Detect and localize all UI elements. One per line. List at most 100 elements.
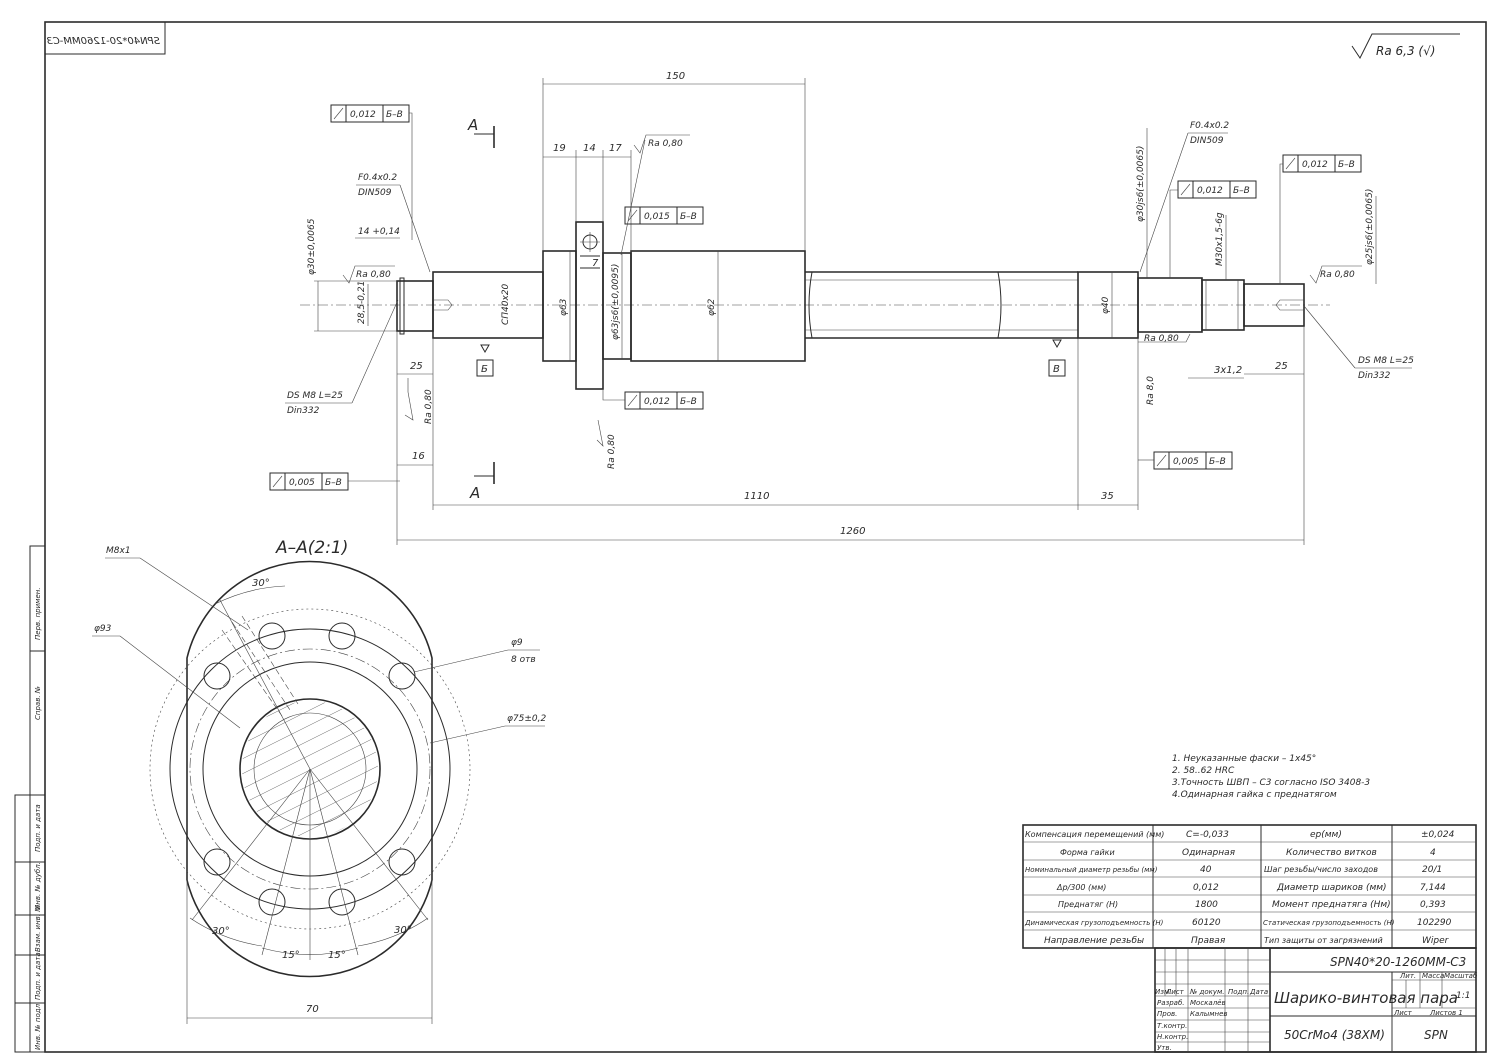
strip-label-2: Подп. и дата	[34, 804, 42, 852]
tol-frame-5-value: 0,012	[1197, 186, 1223, 196]
tb-role-0: Разраб.	[1157, 999, 1185, 1007]
tb-col-scale: Масштаб	[1444, 972, 1478, 980]
dim-phi62: φ62	[707, 298, 717, 316]
spec-r1c3: 4	[1430, 848, 1436, 858]
callout-phi93: φ93	[94, 624, 112, 634]
strip-label-3: Инв. № дубл.	[34, 862, 42, 910]
spec-r1c0: Форма гайки	[1060, 848, 1115, 857]
tb-head-doc: № докум.	[1189, 988, 1225, 996]
ra-nut-top: Ra 0,80	[648, 139, 683, 149]
general-roughness: Ra 6,3 (√)	[1351, 33, 1460, 59]
ra-right-mid: Ra 0,80	[1144, 334, 1179, 344]
spec-r4c1: 1800	[1195, 900, 1218, 910]
note-3: 3.Точность ШВП – С3 согласно ISO 3408-3	[1172, 778, 1370, 788]
tb-role-4: Утв.	[1157, 1044, 1172, 1052]
datum-b: Б	[481, 364, 488, 375]
dim-phi30js6: φ30js6(±0,0065)	[1136, 146, 1146, 222]
dim-3x12: 3x1,2	[1214, 365, 1242, 376]
dim-phi30: φ30±0,0065	[307, 218, 317, 275]
spec-r0c3: ±0,024	[1421, 830, 1455, 840]
spec-r5c2: Статическая грузоподъемность (Н)	[1263, 919, 1395, 927]
tol-frame-5-base: Б–В	[1233, 186, 1250, 196]
dim-thread40: СП40x20	[501, 283, 511, 325]
tol-frame-1-value: 0,012	[350, 110, 376, 120]
tb-person-1: Калымнев	[1190, 1010, 1228, 1018]
tb-head-list: Лист	[1165, 988, 1185, 996]
tol-frame-5: 0,012 Б–В	[1169, 180, 1257, 278]
dim-70: 70	[306, 1004, 319, 1015]
strip-label-4: Взам. инв. №	[34, 904, 42, 952]
callout-phi9: φ9	[511, 638, 523, 648]
dim-phi63js6: φ63js6(±0,0095)	[611, 264, 621, 340]
ra-left-bottom: Ra 0,80	[424, 389, 434, 424]
spec-r2c2: Шаг резьбы/число заходов	[1264, 865, 1378, 874]
dim-1260: 1260	[840, 526, 865, 537]
callout-fo-right: F0.4x0.2	[1190, 121, 1229, 131]
spec-r5c3: 102290	[1417, 918, 1452, 928]
dim-150: 150	[666, 71, 685, 82]
tb-head-sign: Подп.	[1228, 988, 1249, 996]
screw-shaft-view	[300, 221, 1330, 390]
cut-letter-bottom: A	[469, 484, 480, 502]
note-2: 2. 58..62 HRC	[1172, 766, 1235, 776]
callout-fo-left: F0.4x0.2	[358, 173, 397, 183]
tb-role-2: Т.контр.	[1157, 1022, 1187, 1030]
spec-r4c3: 0,393	[1420, 900, 1446, 910]
tol-frame-6-base: Б–В	[1338, 160, 1355, 170]
spec-r3c0: Δp/300 (мм)	[1056, 883, 1106, 892]
technical-notes: 1. Неуказанные фаски – 1x45° 2. 58..62 H…	[1172, 754, 1370, 800]
strip-label-1: Справ. №	[34, 686, 42, 720]
spec-r6c0: Направление резьбы	[1044, 936, 1144, 946]
spec-r2c3: 20/1	[1422, 865, 1442, 875]
dim-14-tol: 14 +0,14	[358, 227, 400, 237]
tol-frame-4-value: 0,005	[289, 478, 315, 488]
spec-r0c0: Компенсация перемещений (мм)	[1025, 830, 1164, 839]
tb-head-izm: Изм.	[1155, 988, 1171, 996]
spec-r0c1: C=-0,033	[1186, 830, 1229, 840]
dim-angle-30-top: 30°	[252, 578, 270, 589]
dim-16: 16	[412, 451, 425, 462]
tb-person-0: Москалёв	[1190, 999, 1226, 1007]
spec-r6c3: Wiper	[1422, 936, 1450, 946]
callout-ds-right: DS M8 L=25	[1358, 356, 1414, 366]
tb-material: 50CrMo4 (38XM)	[1284, 1028, 1385, 1042]
tol-frame-7-base: Б–В	[1209, 457, 1226, 467]
tol-frame-6: 0,012 Б–В	[1279, 154, 1362, 284]
dim-angle-30-right: 30°	[394, 925, 412, 936]
section-view: A–A(2:1)	[92, 538, 547, 1024]
strip-label-6: Инв. № подл.	[34, 1002, 42, 1050]
sheet-frame: SPN40*20-1260MM-C3 Перв. примен. Справ. …	[14, 21, 1487, 1053]
tol-frame-4-base: Б–В	[325, 478, 342, 488]
note-1: 1. Неуказанные фаски – 1x45°	[1172, 754, 1316, 764]
tb-col-mass: Масса	[1422, 972, 1444, 980]
title-block: Изм. Лист № докум. Подп. Дата Разраб. Пр…	[1154, 947, 1478, 1053]
spec-r0c2: eр(мм)	[1310, 830, 1342, 840]
tb-designation: SPN40*20-1260MM-C3	[1330, 955, 1466, 969]
spec-r4c2: Момент преднатяга (Нм)	[1272, 900, 1391, 910]
dim-7: 7	[592, 258, 599, 269]
tol-frame-1: 0,012 Б–В	[330, 104, 413, 240]
datum-v: В	[1053, 364, 1060, 375]
callout-din509-right: DIN509	[1190, 136, 1224, 146]
tol-frame-6-value: 0,012	[1302, 160, 1328, 170]
tb-col-lit: Лит.	[1399, 972, 1416, 980]
tb-sheets: Листов 1	[1429, 1009, 1463, 1017]
spec-r2c1: 40	[1200, 865, 1212, 875]
feature-callouts: F0.4x0.2 DIN509 F0.4x0.2 DIN509 DS M8 L=…	[285, 121, 1414, 416]
tb-head-date: Дата	[1249, 988, 1268, 996]
note-4: 4.Одинарная гайка с преднатягом	[1172, 790, 1337, 800]
tol-frame-7-value: 0,005	[1173, 457, 1199, 467]
dim-17: 17	[609, 143, 622, 154]
tb-name: Шарико-винтовая пара	[1274, 989, 1458, 1007]
dim-m30: M30x1,5-6g	[1215, 212, 1225, 266]
dim-angle-15-right: 15°	[328, 950, 346, 961]
tolerance-frames: 0,012 Б–В 0,015 Б–В 0,012 Б–В 0,005 Б–В	[269, 104, 1362, 491]
spec-r3c1: 0,012	[1193, 883, 1219, 893]
callout-ds-left: DS M8 L=25	[287, 391, 343, 401]
dim-angle-15-left: 15°	[282, 950, 300, 961]
tb-sheet: Лист	[1393, 1009, 1413, 1017]
spec-r6c2: Тип защиты от загрязнений	[1264, 936, 1383, 945]
callout-m8: M8x1	[106, 546, 131, 556]
dim-35: 35	[1101, 491, 1114, 502]
dim-phi25js6: φ25js6(±0,0065)	[1365, 189, 1375, 265]
